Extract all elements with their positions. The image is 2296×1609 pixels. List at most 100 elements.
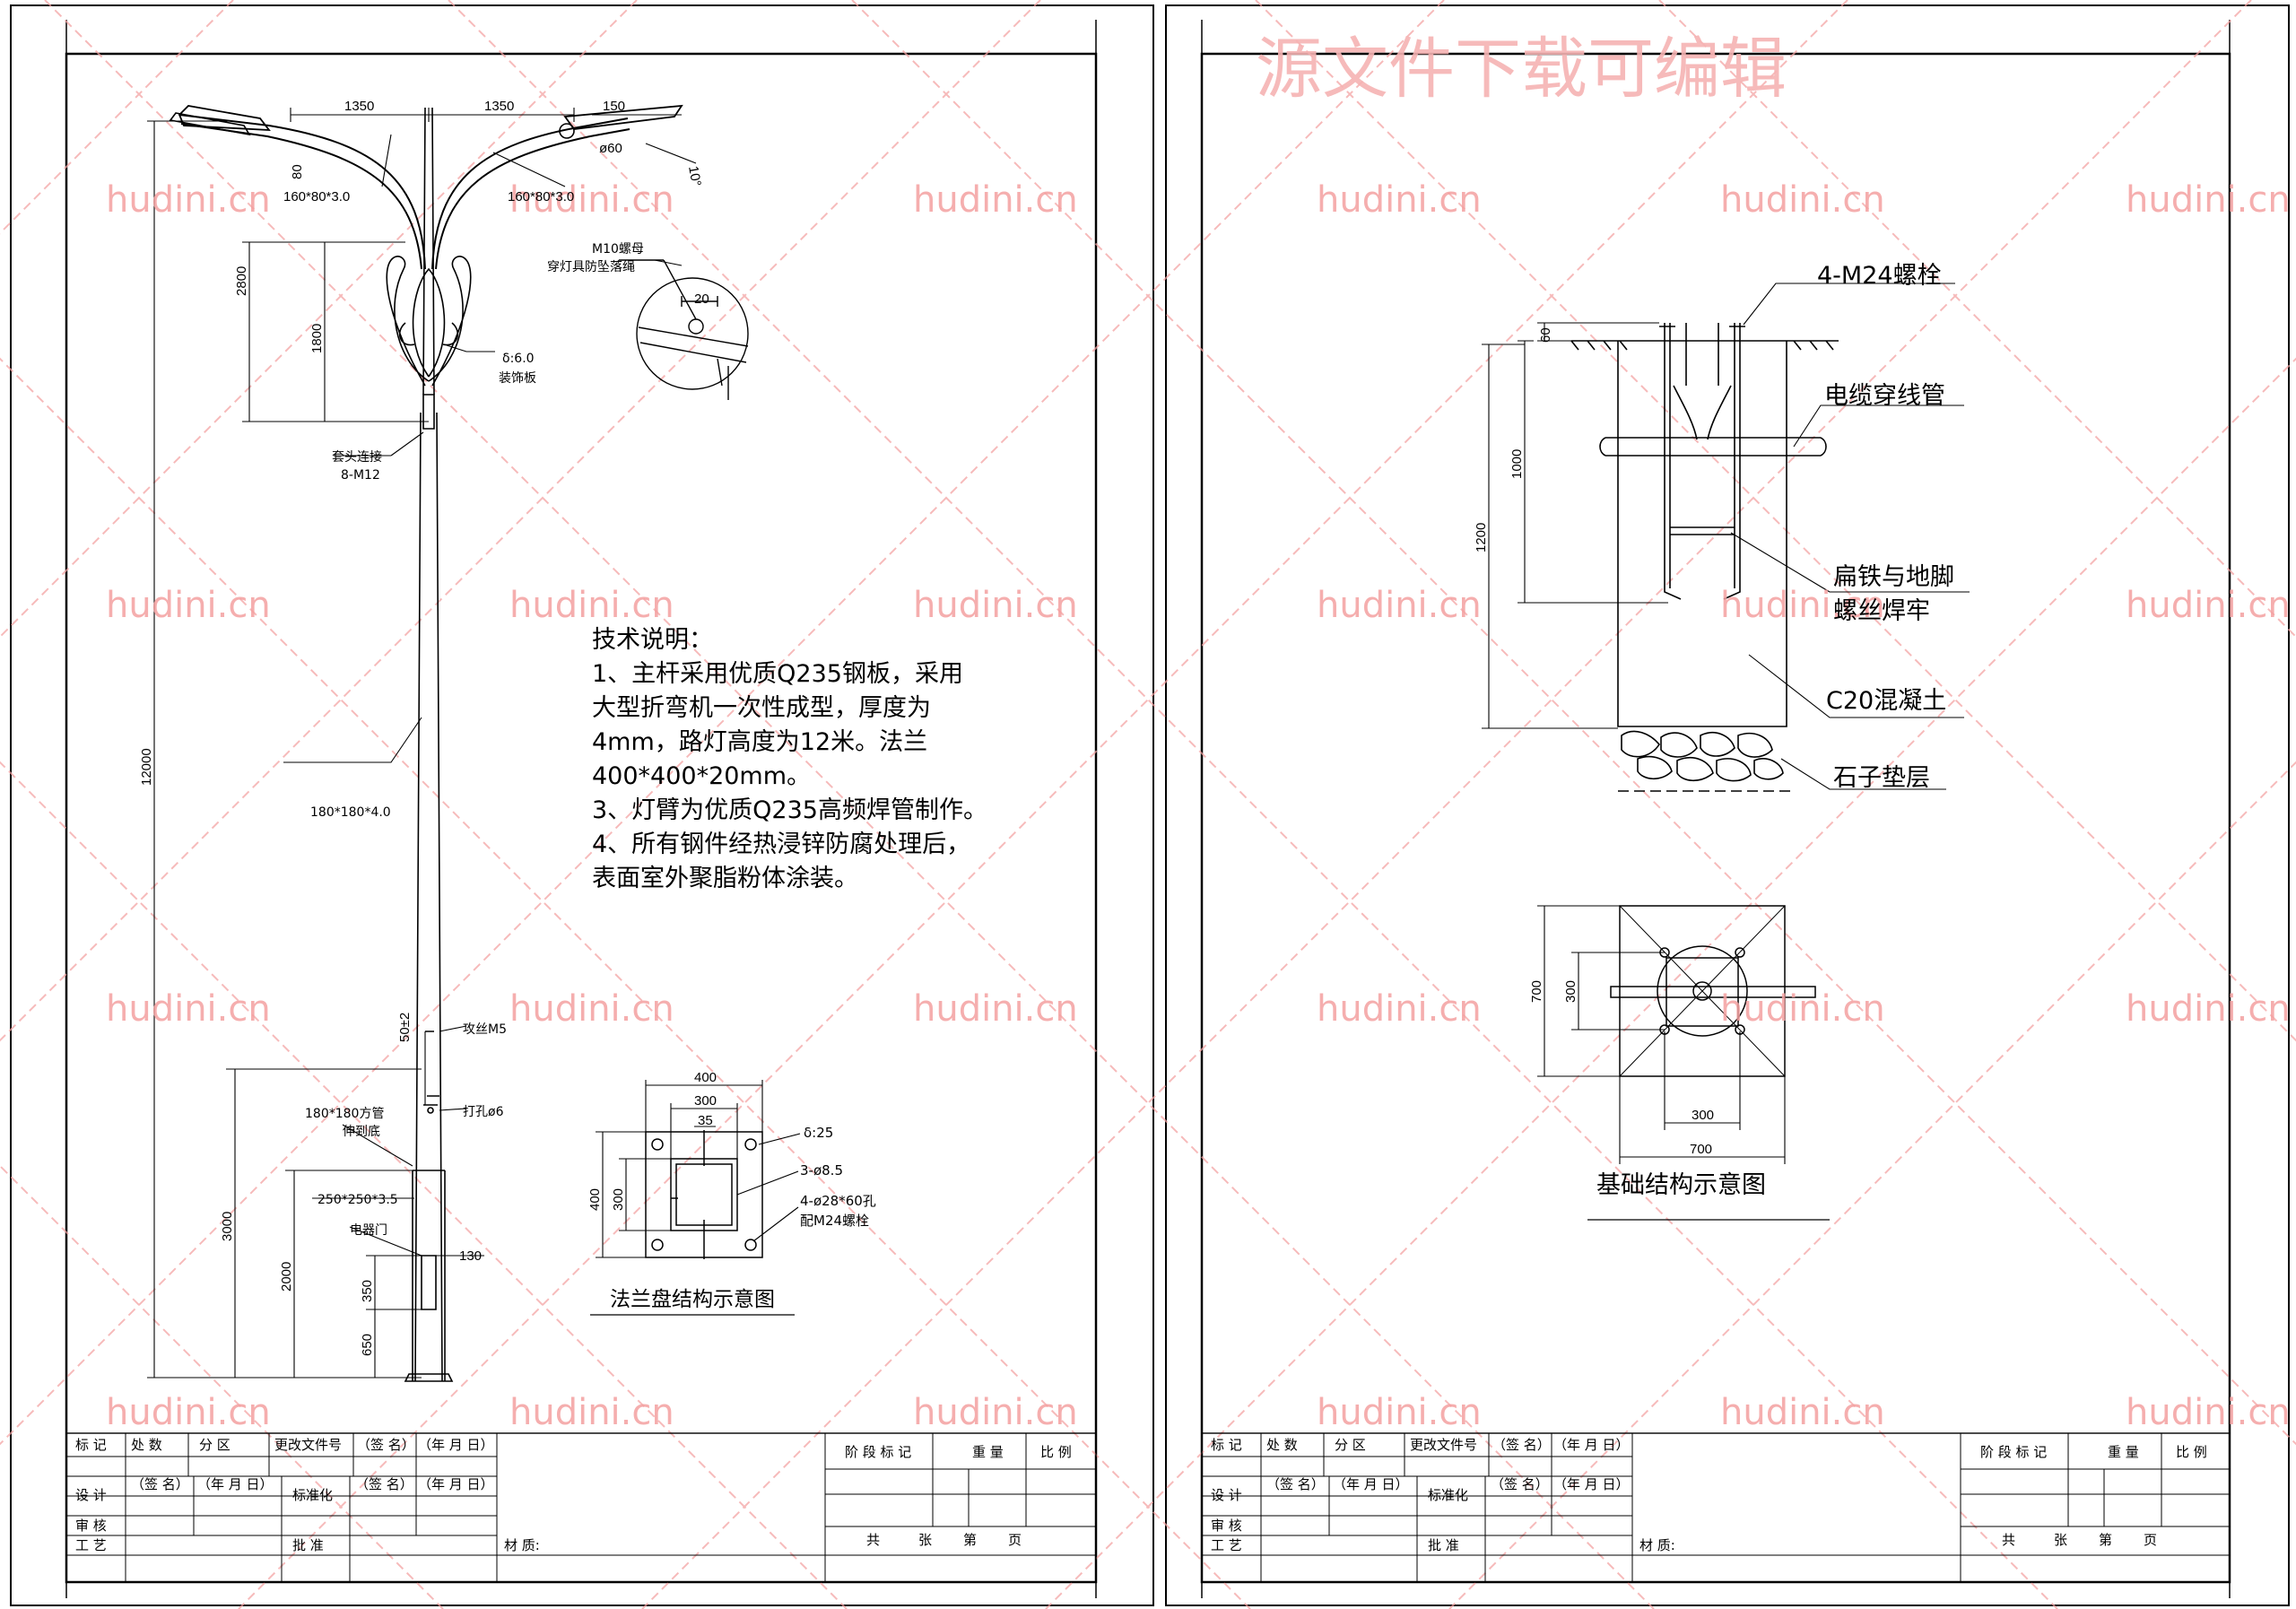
tb-craft: 工 艺 [75,1537,107,1553]
tb-date: （年 月 日） [1333,1476,1409,1492]
flange-texts: 400 300 35 400 300 δ:25 3-ø8.5 4-ø28*60孔… [587,1070,876,1311]
tb-page: 页 [1008,1532,1022,1548]
label-arm-section-left: 160*80*3.0 [283,189,350,204]
tb-review: 审 核 [1211,1518,1242,1534]
dim-12000: 12000 [139,748,154,786]
svg-text:hudini.cn: hudini.cn [1720,988,1885,1030]
svg-text:hudini.cn: hudini.cn [1720,179,1885,221]
label-door: 电器门 [350,1223,387,1238]
svg-text:hudini.cn: hudini.cn [1317,1392,1482,1433]
tb-sign: （签 名） [1266,1476,1325,1492]
tb-count: 处 数 [131,1437,162,1453]
pole-labels: M10螺母 穿灯具防坠落绳 δ:6.0 装饰板 套头连接 8-M12 180*1… [305,242,644,1238]
flange-dim-300: 300 [694,1093,717,1109]
tb-zone: 分 区 [199,1437,230,1453]
tb-std: 标准化 [1428,1487,1468,1503]
notes-line: 1、主杆采用优质Q235钢板，采用 [592,660,963,688]
pole-elevation [169,104,683,1382]
tb-total: 共 [2002,1532,2015,1548]
title-block-left [65,1432,1097,1583]
flange-bolts: 配M24螺栓 [800,1213,869,1229]
watermark-banner: 源文件下载可编辑 [1256,30,1787,108]
pole-dimension-texts: 1350 1350 150 ø60 80 10° 160*80*3.0 160*… [139,99,709,1356]
dim-1800: 1800 [309,324,325,353]
notes-line: 4、所有钢件经热浸锌防腐处理后， [592,831,970,858]
tb-sign: （签 名） [355,1476,413,1492]
flange-holes-small: 3-ø8.5 [800,1162,843,1178]
watermarks: hudini.cn hudini.cn hudini.cn hudini.cn … [106,179,2291,1433]
tb-count: 处 数 [1266,1437,1298,1453]
foundation-dimension-lines [1482,283,1970,790]
title-block-right-texts: 标 记 处 数 分 区 更改文件号 （签 名） （年 月 日） 设 计 （签 名… [1211,1437,2207,1553]
tb-sheet-no: 第 [2099,1532,2112,1548]
dim-2000: 2000 [279,1262,294,1292]
notes-line: 400*400*20mm。 [592,762,811,790]
dim-arm-right: 1350 [484,99,514,114]
dim-50: 50±2 [397,1013,413,1042]
tb-sheets: 张 [2054,1532,2067,1548]
notes-line: 大型折弯机一次性成型，厚度为 [592,694,931,722]
tb-scale: 比 例 [1040,1444,1072,1460]
pole-dimension-lines [147,108,697,1379]
svg-text:hudini.cn: hudini.cn [2126,585,2291,626]
title-block-left-texts: 标 记 处 数 分 区 更改文件号 （签 名） （年 月 日） 设 计 （签 名… [75,1437,1072,1553]
flange-dim-35: 35 [698,1113,713,1128]
foundation-section [1570,323,1839,792]
dim-130: 130 [459,1248,482,1264]
svg-text:hudini.cn: hudini.cn [509,1392,674,1433]
notes-line: 3、灯臂为优质Q235高频焊管制作。 [592,796,987,824]
tb-date: （年 月 日） [418,1476,494,1492]
tb-docno: 更改文件号 [1410,1437,1477,1453]
label-hole: 打孔ø6 [463,1104,504,1119]
svg-text:hudini.cn: hudini.cn [106,179,271,221]
plan-dim-300-vertical: 300 [1563,980,1578,1003]
svg-text:hudini.cn: hudini.cn [1720,1392,1885,1433]
tb-std: 标准化 [292,1487,333,1503]
tb-design: 设 计 [75,1487,107,1503]
dim-angle: 10° [685,165,704,187]
dim-3000: 3000 [220,1212,235,1241]
foundation-plan [1537,905,1830,1221]
label-cable-conduit: 电缆穿线管 [1824,382,1945,410]
flange-dim-300-vertical: 300 [611,1188,626,1211]
flange-detail [590,1080,801,1316]
svg-text:hudini.cn: hudini.cn [913,179,1078,221]
label-main-section: 180*180*4.0 [310,805,391,820]
dim-350: 350 [360,1280,375,1302]
svg-text:hudini.cn: hudini.cn [106,1392,271,1433]
tb-mark: 标 记 [1211,1437,1242,1453]
svg-text:hudini.cn: hudini.cn [913,585,1078,626]
tb-page: 页 [2144,1532,2157,1548]
label-tube: 180*180方管 [305,1107,384,1121]
svg-text:hudini.cn: hudini.cn [1317,179,1482,221]
label-joint: 套头连接 [332,449,382,465]
notes-title: 技术说明： [592,626,713,654]
tb-craft: 工 艺 [1211,1537,1242,1553]
tb-sign: （签 名） [131,1476,189,1492]
tb-material: 材 质: [1639,1537,1675,1553]
notes-line: 4mm，路灯高度为12米。法兰 [592,728,927,756]
label-plate: δ:6.0 [502,352,535,366]
tb-approve: 批 准 [1428,1537,1459,1553]
technical-notes: 技术说明： 1、主杆采用优质Q235钢板，采用 大型折弯机一次性成型，厚度为 4… [592,626,987,892]
tb-stage: 阶 段 标 记 [845,1444,911,1460]
tb-sign: （签 名） [1491,1476,1549,1492]
label-nut-sub: 穿灯具防坠落绳 [547,260,635,274]
tb-stage: 阶 段 标 记 [1980,1444,2047,1460]
title-block-right [1201,1432,2231,1583]
flange-title: 法兰盘结构示意图 [610,1288,775,1311]
tb-sign: （签 名） [1492,1437,1551,1453]
svg-text:hudini.cn: hudini.cn [1317,585,1482,626]
tb-review: 审 核 [75,1518,107,1534]
flange-holes-large: 4-ø28*60孔 [800,1193,876,1209]
label-gravel: 石子垫层 [1833,764,1930,792]
plan-dim-300-horizontal: 300 [1692,1108,1714,1123]
label-concrete: C20混凝土 [1826,687,1946,715]
plan-dim-700-vertical: 700 [1529,980,1544,1003]
nut-detail [619,259,749,400]
label-weld-line2: 螺丝焊牢 [1833,597,1930,625]
tb-sheets: 张 [918,1532,932,1548]
tb-sheet-no: 第 [963,1532,977,1548]
